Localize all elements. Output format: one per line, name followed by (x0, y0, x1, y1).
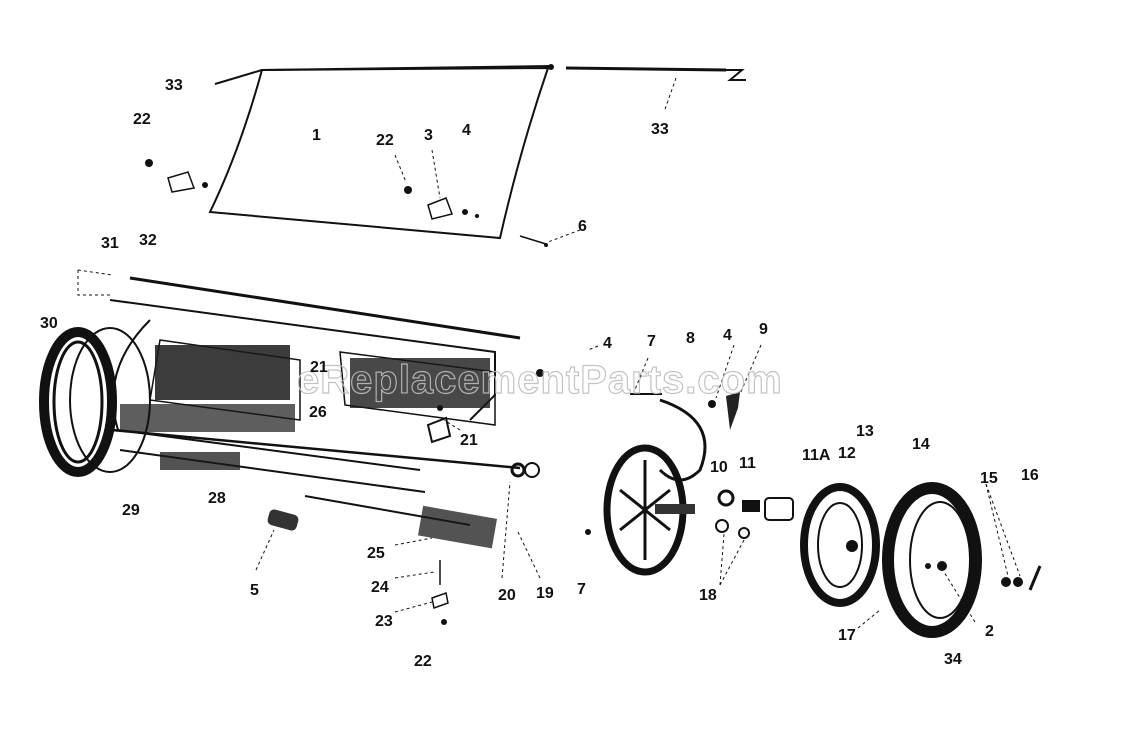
callout-25: 25 (367, 545, 385, 562)
leader-lines (255, 77, 1021, 629)
callout-21: 21 (310, 359, 328, 376)
callout-23: 23 (375, 613, 393, 630)
callout-4: 4 (603, 335, 612, 352)
callout-17: 17 (838, 627, 856, 644)
callout-4: 4 (723, 327, 732, 344)
callout-29: 29 (122, 502, 140, 519)
callout-22: 22 (414, 653, 432, 670)
callout-28: 28 (208, 490, 226, 507)
callout-labels: 33 33 22 1 22 3 4 6 31 32 30 21 26 21 4 … (40, 77, 1039, 670)
drive-hardware (715, 489, 794, 539)
cover-hardware (145, 159, 548, 247)
callout-32: 32 (139, 232, 157, 249)
callout-20: 20 (498, 587, 516, 604)
callout-8: 8 (686, 330, 695, 347)
callout-4: 4 (462, 122, 471, 139)
left-wheel (39, 327, 151, 477)
callout-6: 6 (578, 218, 587, 235)
callout-11: 11 (739, 455, 756, 472)
axle-hardware (1001, 565, 1042, 591)
callout-13: 13 (856, 423, 874, 440)
watermark: eReplacementParts.com (297, 358, 783, 402)
callout-24: 24 (371, 579, 389, 596)
lid-rod (565, 66, 746, 81)
right-wheel (882, 482, 982, 638)
gear-plate (585, 392, 740, 576)
brush-bristles-upper (155, 345, 490, 408)
callout-22: 22 (376, 132, 394, 149)
lower-brush (160, 452, 240, 470)
callout-5: 5 (250, 582, 259, 599)
callout-9: 9 (759, 321, 768, 338)
callout-16: 16 (1021, 467, 1039, 484)
drive-gear (800, 483, 880, 607)
callout-18: 18 (699, 587, 717, 604)
callout-11a: 11A (802, 447, 831, 464)
callout-19: 19 (536, 585, 554, 602)
left-hardware (267, 369, 544, 625)
callout-26: 26 (309, 404, 327, 421)
callout-30: 30 (40, 315, 58, 332)
callout-31: 31 (101, 235, 119, 252)
hopper-cover (208, 64, 554, 240)
callout-33: 33 (165, 77, 183, 94)
callout-15: 15 (980, 470, 998, 487)
callout-7: 7 (647, 333, 656, 350)
callout-33: 33 (651, 121, 669, 138)
callout-14: 14 (912, 436, 930, 453)
callout-22: 22 (133, 111, 151, 128)
callout-12: 12 (838, 445, 856, 462)
callout-3: 3 (424, 127, 433, 144)
callout-21: 21 (460, 432, 478, 449)
callout-10: 10 (710, 459, 728, 476)
callout-2: 2 (985, 623, 994, 640)
callout-1: 1 (312, 127, 321, 144)
callout-34: 34 (944, 651, 962, 668)
callout-7: 7 (577, 581, 586, 598)
